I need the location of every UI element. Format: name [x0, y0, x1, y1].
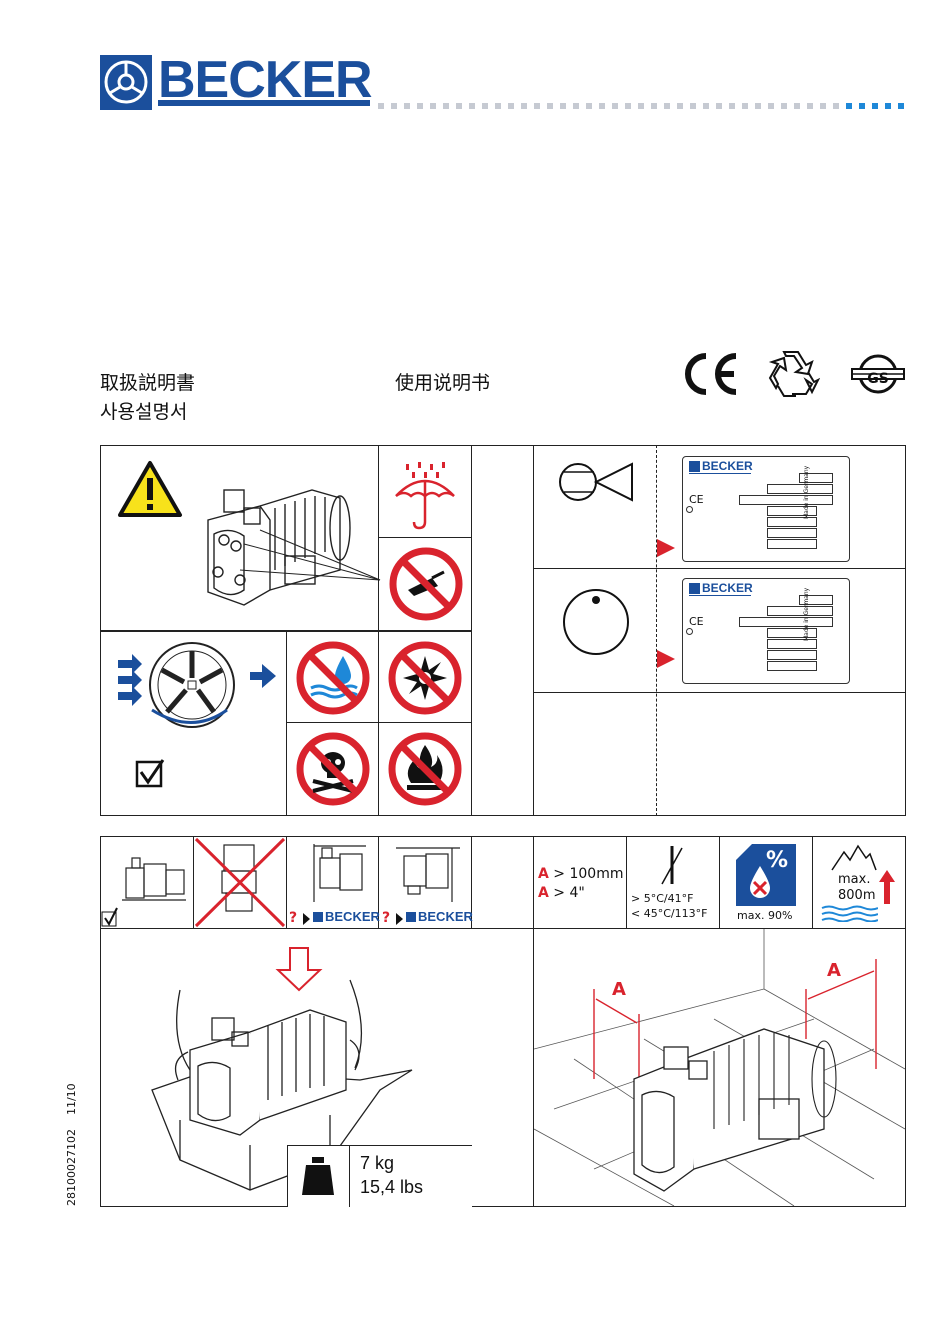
sea-level-waves-icon	[820, 904, 878, 922]
keep-dry-umbrella-icon	[392, 460, 458, 530]
no-water-prohibition-icon	[295, 640, 371, 716]
nameplate-field	[739, 617, 833, 627]
nameplate-field	[767, 528, 817, 538]
no-explosive-prohibition-icon	[387, 640, 463, 716]
weight-icon	[300, 1155, 336, 1197]
becker-logo-emblem	[100, 55, 152, 110]
no-toxic-prohibition-icon	[295, 731, 371, 807]
recycle-icon	[768, 350, 820, 398]
logo-underline	[158, 100, 370, 106]
ce-mark-icon	[680, 352, 742, 396]
nameplate-ce: CE	[689, 615, 704, 628]
checkbox-checked-icon	[135, 758, 167, 788]
nameplate-rule	[689, 595, 751, 596]
clearance-inch-value: > 4"	[553, 885, 585, 901]
pump-ceiling-mounted-illustration	[392, 842, 464, 906]
svg-text:GS: GS	[867, 371, 889, 387]
vacuum-gauge-icon	[562, 588, 630, 656]
nameplate-field	[767, 650, 817, 660]
clearance-label: A	[538, 885, 549, 901]
becker-mini-logo-text: BECKER	[418, 909, 473, 924]
nameplate-brand: BECKER	[702, 581, 753, 595]
humidity-max: max. 90%	[737, 909, 792, 922]
clearance-dimension-left: A	[612, 979, 626, 1000]
clearance-mm-value: > 100mm	[553, 866, 623, 882]
document-date: 11/10	[65, 1083, 78, 1115]
vacuum-pump-illustration	[200, 480, 385, 615]
check-icon	[101, 906, 121, 928]
document-code: 28100027102 11/10	[65, 1083, 78, 1206]
nameplate-field	[767, 661, 817, 671]
dashed-divider	[656, 445, 657, 816]
divider	[378, 537, 471, 538]
nameplate-field	[767, 484, 833, 494]
nameplate-made-in: Made in Germany	[803, 588, 810, 641]
divider	[719, 836, 720, 928]
installation-clearance-illustration	[534, 929, 905, 1206]
title-japanese: 取扱説明書	[100, 368, 195, 395]
title-chinese: 使用说明书	[395, 368, 490, 395]
arrow-right-icon	[396, 913, 403, 925]
divider	[286, 631, 287, 816]
divider	[286, 722, 471, 723]
clearance-label: A	[538, 866, 549, 882]
altitude-up-arrow-icon	[878, 868, 896, 906]
document-number: 28100027102	[65, 1129, 78, 1206]
divider	[812, 836, 813, 928]
divider	[349, 1145, 350, 1207]
temperature-max: < 45°C/113°F	[631, 907, 707, 920]
divider	[626, 836, 627, 928]
question-mark: ?	[382, 910, 390, 926]
nameplate-field	[767, 539, 817, 549]
nameplate-logo-icon	[689, 461, 700, 472]
nameplate-hole	[686, 506, 693, 513]
red-pointer-icon	[655, 648, 677, 670]
header-dotted-rule	[378, 103, 908, 109]
red-pointer-icon	[655, 537, 677, 559]
divider	[533, 445, 534, 816]
pump-vertical-not-allowed-illustration	[194, 837, 286, 928]
weight-lbs: 15,4 lbs	[360, 1176, 423, 1199]
nameplate: BECKER CE Made in Germany	[682, 578, 850, 684]
nameplate-ce: CE	[689, 493, 704, 506]
no-fire-prohibition-icon	[387, 731, 463, 807]
weight-kg: 7 kg	[360, 1152, 394, 1175]
divider	[533, 692, 906, 693]
becker-mini-logo-text: BECKER	[325, 909, 380, 924]
warning-triangle-icon	[117, 460, 183, 518]
divider	[533, 568, 906, 569]
title-korean: 사용설명서	[100, 397, 187, 424]
altitude-line1: max.	[838, 872, 870, 887]
nameplate-logo-icon	[689, 583, 700, 594]
nameplate-brand: BECKER	[702, 459, 753, 473]
divider	[471, 445, 472, 816]
temperature-min: > 5°C/41°F	[631, 892, 693, 905]
no-spray-prohibition-icon	[388, 546, 464, 622]
nameplate-rule	[689, 473, 751, 474]
clearance-mm: A > 100mm	[538, 866, 623, 882]
becker-mini-logo-icon	[313, 912, 323, 922]
humidity-symbol: %	[766, 848, 788, 873]
divider	[378, 631, 379, 816]
clearance-dimension-right: A	[827, 960, 841, 981]
nameplate-made-in: Made in Germany	[803, 466, 810, 519]
pump-wall-mounted-illustration	[300, 842, 372, 906]
nameplate: BECKER CE Made in Germany	[682, 456, 850, 562]
arrow-right-icon	[303, 913, 310, 925]
nameplate-hole	[686, 628, 693, 635]
vacuum-pump-symbol-icon	[556, 458, 636, 506]
question-mark: ?	[289, 910, 297, 926]
gas-flow-diagram	[112, 640, 280, 730]
divider	[286, 836, 287, 928]
mountain-icon	[830, 842, 878, 872]
nameplate-field	[739, 495, 833, 505]
pump-horizontal-ok-illustration	[120, 846, 188, 908]
altitude-line2: 800m	[838, 888, 875, 903]
nameplate-field	[767, 606, 833, 616]
thermometer-icon	[660, 844, 684, 888]
clearance-inch: A > 4"	[538, 885, 585, 901]
gs-mark-icon: GS	[848, 352, 908, 396]
becker-mini-logo-icon	[406, 912, 416, 922]
